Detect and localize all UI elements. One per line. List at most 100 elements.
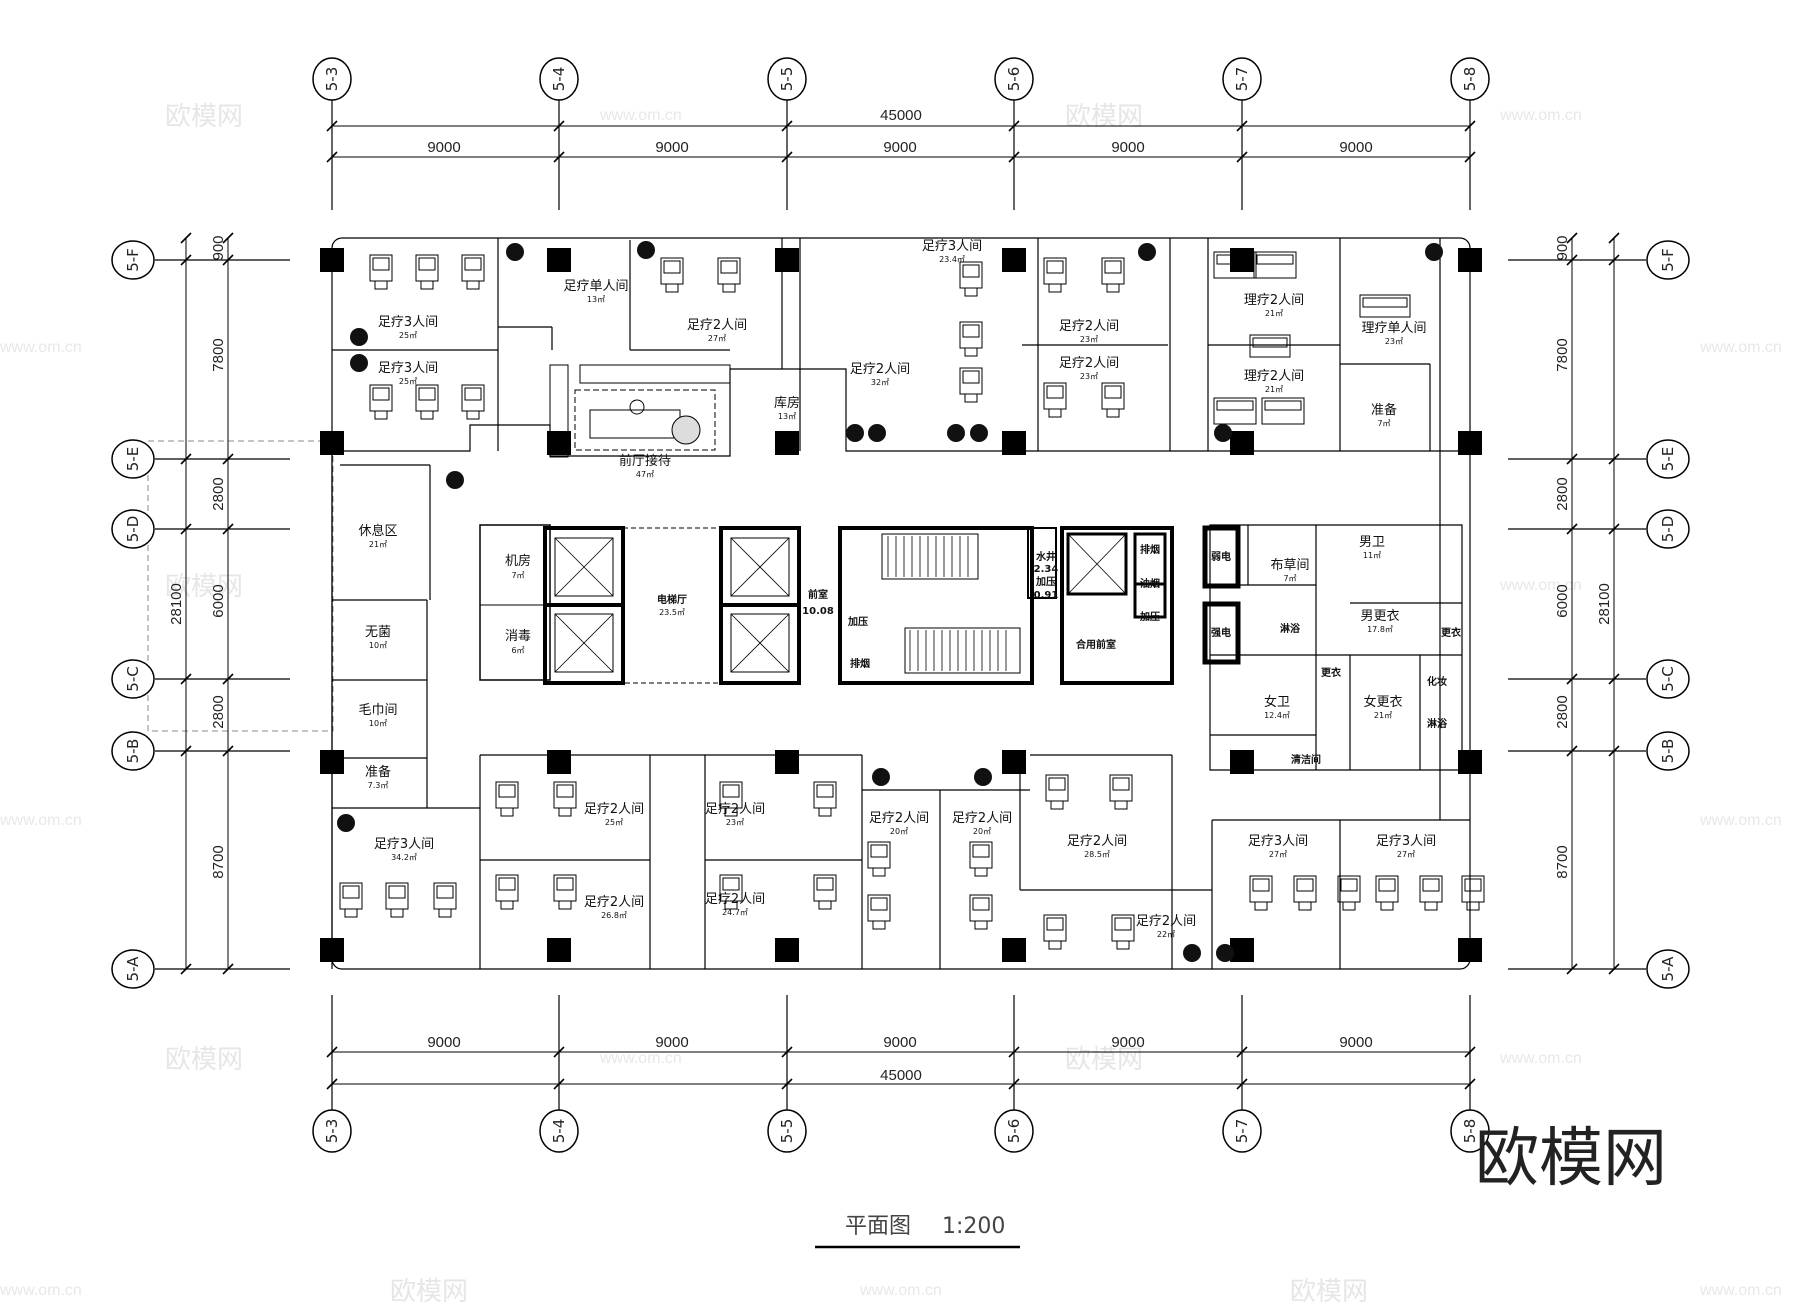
dim-bottom-bay: 9000: [427, 1034, 460, 1051]
room-label: 足疗2人间: [1059, 319, 1119, 334]
massage-chair: [1101, 257, 1125, 293]
axis-bubble: [539, 57, 579, 101]
dim-tick: [180, 963, 192, 975]
room-area: 12.4㎡: [1264, 711, 1290, 720]
dim-bottom-bay: 9000: [883, 1034, 916, 1051]
core-label: 更衣: [1441, 626, 1461, 639]
room-area: 23㎡: [726, 818, 744, 827]
plant-icon: [868, 424, 886, 442]
watermark-brand: 欧模网: [165, 572, 243, 602]
watermark-url: www.om.cn: [599, 107, 682, 124]
room-area: 7㎡: [1377, 419, 1390, 428]
core-label: 合用前室: [1075, 638, 1116, 651]
room-area: 21㎡: [1265, 385, 1283, 394]
watermark-url: www.om.cn: [0, 812, 82, 829]
dim-bottom-total: 45000: [880, 1067, 922, 1084]
dim-tick: [1608, 745, 1620, 757]
room-label: 机房: [505, 553, 531, 569]
plant-icon: [970, 424, 988, 442]
side-dims-left: 28100 900 7800 2800 6000 2800 8700: [168, 235, 227, 878]
dim-tick: [180, 673, 192, 685]
plants-layer: [337, 241, 1443, 962]
dim-bottom-bay: 9000: [655, 1034, 688, 1051]
axis-bubble: [1646, 731, 1690, 771]
watermark-url: www.om.cn: [1499, 1050, 1582, 1067]
massage-chair: [969, 841, 993, 877]
massage-chair: [495, 781, 519, 817]
room-label: 消毒: [505, 629, 531, 644]
massage-chair: [461, 384, 485, 420]
room-label: 足疗3人间: [1376, 834, 1436, 849]
room-label: 足疗2人间: [705, 892, 765, 907]
massage-chair: [1419, 875, 1443, 911]
dim-right-seg: 6000: [1554, 584, 1571, 617]
dim-tick: [1236, 1046, 1248, 1058]
room-area: 24.7㎡: [722, 908, 748, 917]
watermark-url: www.om.cn: [859, 1282, 942, 1299]
dim-tick: [1464, 120, 1476, 132]
dim-tick: [1566, 745, 1578, 757]
dim-tick: [222, 232, 234, 244]
dim-tick: [1008, 151, 1020, 163]
massage-chair: [433, 882, 457, 918]
watermark-url: www.om.cn: [1499, 577, 1582, 594]
plant-icon: [1216, 944, 1234, 962]
dim-tick: [781, 1046, 793, 1058]
dim-tick: [180, 254, 192, 266]
dim-tick: [1608, 673, 1620, 685]
dim-tick: [1566, 963, 1578, 975]
massage-chair: [1109, 774, 1133, 810]
dim-tick: [1566, 232, 1578, 244]
massage-chair: [1337, 875, 1361, 911]
massage-chair: [959, 261, 983, 297]
axis-label: 5-E: [1659, 447, 1677, 471]
room-area: 11㎡: [1363, 551, 1381, 560]
massage-chair: [1461, 875, 1485, 911]
watermark-brand: 欧模网: [1065, 1045, 1143, 1075]
dim-tick: [1608, 453, 1620, 465]
plant-icon: [446, 471, 464, 489]
dim-tick: [1464, 1046, 1476, 1058]
massage-chair: [1375, 875, 1399, 911]
therapy-bed: [1213, 397, 1257, 425]
structural-column: [320, 431, 344, 455]
massage-chair: [867, 894, 891, 930]
axis-label: 5-F: [124, 248, 142, 272]
room-label: 休息区: [358, 523, 397, 539]
room-area: 27㎡: [708, 334, 726, 343]
core-label: 弱电: [1211, 550, 1231, 563]
room-label: 布草间: [1270, 558, 1309, 573]
dim-tick: [1464, 1078, 1476, 1090]
room-area: 13㎡: [587, 295, 605, 304]
core-label: 清洁间: [1291, 753, 1321, 766]
guide-box: [147, 440, 334, 732]
structural-column: [1002, 750, 1026, 774]
axis-label: 5-D: [124, 516, 142, 543]
dim-tick: [222, 523, 234, 535]
structural-column: [775, 750, 799, 774]
plant-icon: [846, 424, 864, 442]
dim-right-seg: 2800: [1554, 695, 1571, 728]
axis-label: 5-C: [124, 666, 142, 691]
dim-left-seg: 8700: [210, 845, 227, 878]
axis-bubble: [111, 240, 155, 280]
dim-tick: [326, 1078, 338, 1090]
dim-left-seg: 7800: [210, 338, 227, 371]
room-label: 毛巾间: [358, 703, 397, 718]
dim-tick: [180, 453, 192, 465]
room-label: 准备: [1371, 402, 1397, 418]
dim-tick: [180, 523, 192, 535]
dim-tick: [1608, 232, 1620, 244]
core-label: 加压: [1139, 610, 1160, 623]
plant-icon: [337, 814, 355, 832]
dim-tick: [1008, 1078, 1020, 1090]
core: [479, 524, 1241, 685]
dim-tick: [222, 963, 234, 975]
dim-tick: [222, 453, 234, 465]
massage-chair: [1293, 875, 1317, 911]
room-label: 无菌: [365, 625, 391, 640]
drawing-title-text: 平面图: [845, 1214, 911, 1239]
room-label: 足疗2人间: [1059, 356, 1119, 371]
axis-bubble: [1450, 1109, 1490, 1153]
dim-top-bay: 9000: [883, 139, 916, 156]
